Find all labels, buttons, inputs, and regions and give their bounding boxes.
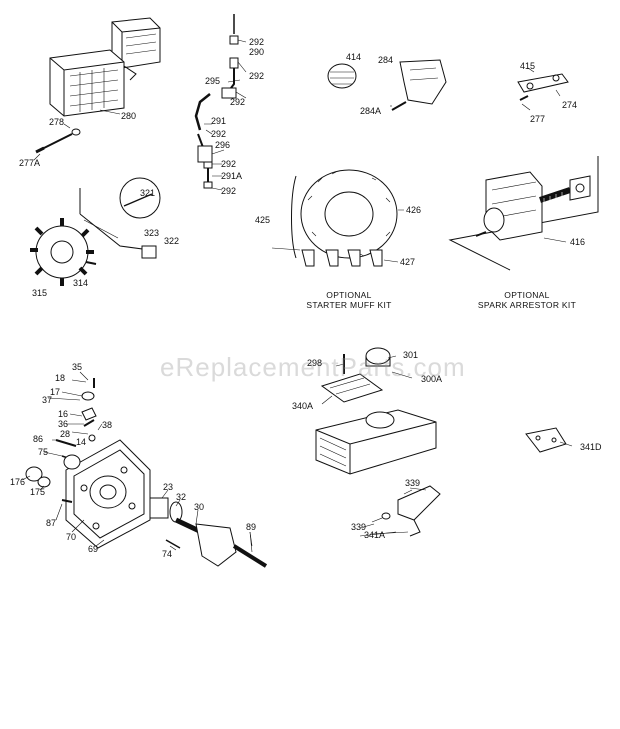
callout-278: 278 [49, 117, 65, 127]
callout-314: 314 [73, 278, 89, 288]
starter-muff-caption-1: OPTIONAL [326, 290, 372, 300]
callout-341D: 341D [580, 442, 602, 452]
callout-340A: 340A [292, 401, 314, 411]
callout-292-f: 292 [221, 186, 237, 196]
callout-277: 277 [530, 114, 546, 124]
callout-28: 28 [60, 429, 71, 439]
starter-muff-caption-2: STARTER MUFF KIT [306, 300, 392, 310]
callout-292-c: 292 [230, 97, 246, 107]
callout-416: 416 [570, 237, 586, 247]
callout-280: 280 [121, 111, 137, 121]
callout-74: 74 [162, 549, 173, 559]
callout-175: 175 [30, 487, 46, 497]
callout-23: 23 [163, 482, 174, 492]
bolt-277A [33, 123, 81, 161]
callout-75: 75 [38, 447, 49, 457]
callout-339-b: 339 [351, 522, 367, 532]
watermark: eReplacementParts.com [160, 352, 466, 382]
callout-415: 415 [520, 61, 536, 71]
crankshaft [149, 497, 268, 568]
callout-274: 274 [562, 100, 578, 110]
callout-425: 425 [255, 215, 271, 225]
callout-89: 89 [246, 522, 257, 532]
callout-291A: 291A [221, 171, 243, 181]
callout-36: 36 [58, 419, 69, 429]
starter-muff-kit [291, 169, 404, 267]
callout-295: 295 [205, 76, 221, 86]
fuel-tank [315, 347, 437, 475]
governor-parts [25, 378, 97, 503]
spark-arrestor-caption-2: SPARK ARRESTOR KIT [477, 300, 577, 310]
callout-38: 38 [102, 420, 113, 430]
callout-18: 18 [55, 373, 66, 383]
alternator-315 [30, 177, 161, 286]
crankcase-cover [65, 439, 151, 549]
spark-arrestor-caption-1: OPTIONAL [504, 290, 550, 300]
callout-292-d: 292 [211, 129, 227, 139]
callout-176: 176 [10, 477, 26, 487]
callout-32: 32 [176, 492, 187, 502]
tank-bracket-341A [359, 485, 441, 537]
callout-339-a: 339 [405, 478, 421, 488]
muffler-280 [49, 17, 161, 117]
callout-17: 17 [50, 387, 61, 397]
callout-322: 322 [164, 236, 180, 246]
callout-70: 70 [66, 532, 77, 542]
callout-426: 426 [406, 205, 422, 215]
starter-cup-and-bracket [327, 59, 447, 111]
callout-14: 14 [76, 437, 87, 447]
callout-301: 301 [403, 350, 419, 360]
callout-323: 323 [144, 228, 160, 238]
callout-315: 315 [32, 288, 48, 298]
callout-427: 427 [400, 257, 416, 267]
callout-292-a: 292 [249, 37, 265, 47]
callout-291: 291 [211, 116, 227, 126]
callout-298: 298 [307, 358, 323, 368]
callout-296: 296 [215, 140, 231, 150]
callout-292-b: 292 [249, 71, 265, 81]
muffler-deflector [517, 67, 569, 111]
leader-lines [21, 105, 573, 551]
callout-284A: 284A [360, 106, 382, 116]
callout-284: 284 [378, 55, 394, 65]
fuel-line-assembly [194, 14, 247, 191]
callout-35: 35 [72, 362, 83, 372]
bracket-341D [525, 427, 567, 453]
callout-86: 86 [33, 434, 44, 444]
callout-321: 321 [140, 188, 156, 198]
spark-arrestor-kit [448, 156, 599, 271]
callout-69: 69 [88, 544, 99, 554]
callout-300A: 300A [421, 374, 443, 384]
callout-341A: 341A [364, 530, 386, 540]
callout-16: 16 [58, 409, 69, 419]
callout-277A: 277A [19, 158, 41, 168]
callout-30: 30 [194, 502, 205, 512]
callout-414: 414 [346, 52, 362, 62]
callout-292-e: 292 [221, 159, 237, 169]
callout-290: 290 [249, 47, 265, 57]
callout-87: 87 [46, 518, 57, 528]
callout-37: 37 [42, 395, 53, 405]
